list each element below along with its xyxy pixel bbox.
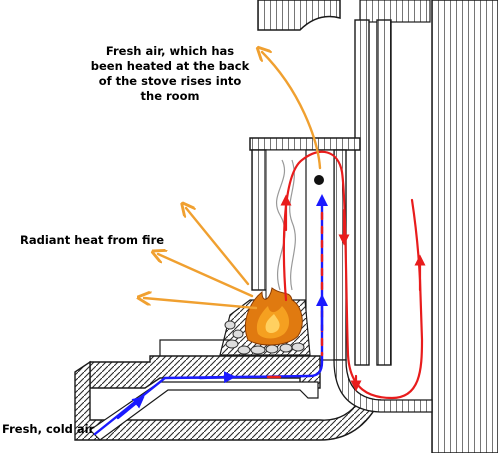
warm-air-flow xyxy=(280,150,426,400)
air-outlet xyxy=(314,175,324,185)
fresh-cold-air-label: Fresh, cold air xyxy=(2,422,95,436)
rising-air-arrow xyxy=(262,52,322,170)
heat-arrows xyxy=(144,52,322,310)
stove-shell xyxy=(249,137,361,151)
cold-air-arrow-inlet xyxy=(116,396,145,420)
cold-air-arrow-hearth xyxy=(198,371,236,384)
cold-air-flow xyxy=(93,194,328,436)
smoke-swirls xyxy=(275,159,296,291)
stove-back-wall xyxy=(333,149,347,361)
fireplace-frame xyxy=(159,339,230,356)
smoke-loop xyxy=(282,150,424,400)
fresh-air-heated-label: Fresh air, which has been heated at the … xyxy=(90,44,250,103)
wall-structure xyxy=(257,0,498,453)
radiant-arrow-1 xyxy=(186,208,250,286)
flue-pipe-left xyxy=(354,19,370,366)
radiant-arrow-3 xyxy=(144,298,258,310)
flue-pipe-right xyxy=(376,19,392,366)
stove-front-wall xyxy=(251,149,267,291)
cold-air-path xyxy=(93,194,328,436)
coals xyxy=(224,320,305,355)
radiant-arrow-2 xyxy=(158,254,254,298)
stove-body xyxy=(74,137,433,441)
chimney-flue-inner xyxy=(359,0,431,23)
chimney-top xyxy=(257,0,341,31)
air-duct xyxy=(305,149,335,361)
radiant-heat-label: Radiant heat from fire xyxy=(20,233,165,247)
fire-icon xyxy=(244,287,303,346)
right-wall xyxy=(431,0,498,453)
